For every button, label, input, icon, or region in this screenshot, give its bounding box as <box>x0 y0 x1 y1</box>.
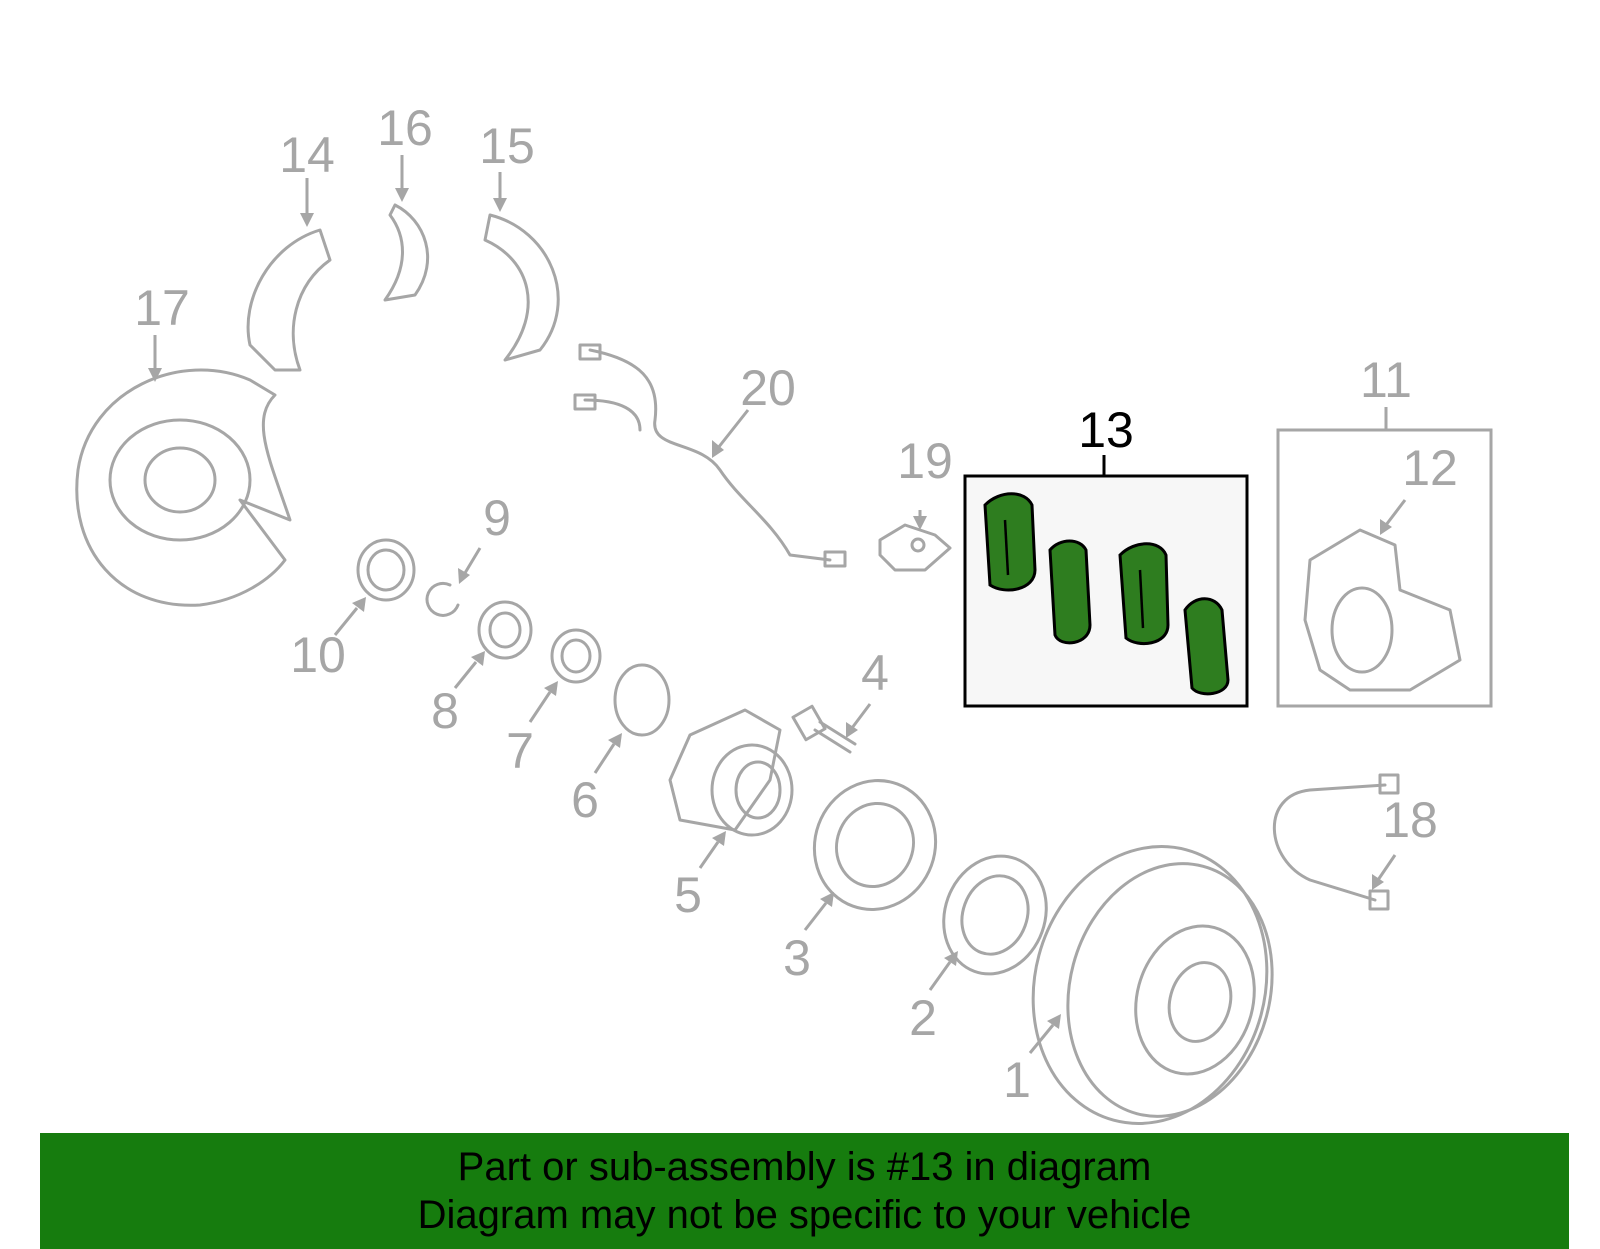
part-14-brake-shoe[interactable] <box>246 228 332 372</box>
brake-pad-1 <box>983 492 1037 592</box>
part-20-abs-sensor-wire[interactable] <box>573 343 847 568</box>
part-15-brake-shoe[interactable] <box>483 213 560 362</box>
callout-14: 14 <box>279 127 335 183</box>
part-4-bolt[interactable] <box>791 704 857 754</box>
callout-7: 7 <box>506 723 534 779</box>
callout-6: 6 <box>571 772 599 828</box>
callout-8: 8 <box>431 683 459 739</box>
callout-16: 16 <box>377 100 433 156</box>
callout-15: 15 <box>479 118 535 174</box>
callout-4: 4 <box>861 645 889 701</box>
leader-arrows <box>148 155 1407 1054</box>
part-19-bracket[interactable] <box>878 523 952 572</box>
callout-labels: 17 14 16 15 20 19 13 11 12 9 10 8 7 6 5 … <box>134 100 1458 1108</box>
callout-11: 11 <box>1360 352 1412 408</box>
part-10-seal[interactable] <box>356 538 416 602</box>
part-3-dust-shield[interactable] <box>796 763 953 926</box>
part-11-caliper-assembly[interactable] <box>1276 407 1493 708</box>
banner-line-2: Diagram may not be specific to your vehi… <box>417 1193 1192 1237</box>
part-5-hub[interactable] <box>668 708 794 837</box>
part-7-seal[interactable] <box>550 628 602 684</box>
brake-pad-2 <box>1048 539 1092 645</box>
callout-9: 9 <box>483 490 511 546</box>
callout-1: 1 <box>1003 1052 1031 1108</box>
part-18-brake-hose[interactable] <box>1272 773 1400 911</box>
part-2-plate[interactable] <box>927 842 1062 989</box>
part-8-bearing[interactable] <box>477 600 533 660</box>
callout-20: 20 <box>740 360 796 416</box>
callout-17: 17 <box>134 280 190 336</box>
callout-10: 10 <box>290 627 346 683</box>
part-6-o-ring[interactable] <box>613 663 671 737</box>
callout-2: 2 <box>909 990 937 1046</box>
banner-line-1: Part or sub-assembly is #13 in diagram <box>457 1145 1152 1189</box>
part-13-brake-pads-box[interactable] <box>963 455 1249 708</box>
info-banner: Part or sub-assembly is #13 in diagram D… <box>40 1133 1569 1249</box>
callout-19: 19 <box>897 433 953 489</box>
part-17-backing-plate[interactable] <box>75 368 292 607</box>
callout-5: 5 <box>674 867 702 923</box>
part-16-shoe[interactable] <box>383 203 430 302</box>
callout-12: 12 <box>1402 440 1458 496</box>
callout-18: 18 <box>1382 792 1438 848</box>
part-1-rotor[interactable] <box>1003 820 1300 1150</box>
brake-pad-4 <box>1183 597 1230 696</box>
callout-3: 3 <box>783 930 811 986</box>
part-9-snap-ring[interactable] <box>425 581 460 617</box>
brake-pad-3 <box>1118 542 1170 646</box>
callout-13: 13 <box>1078 402 1134 458</box>
